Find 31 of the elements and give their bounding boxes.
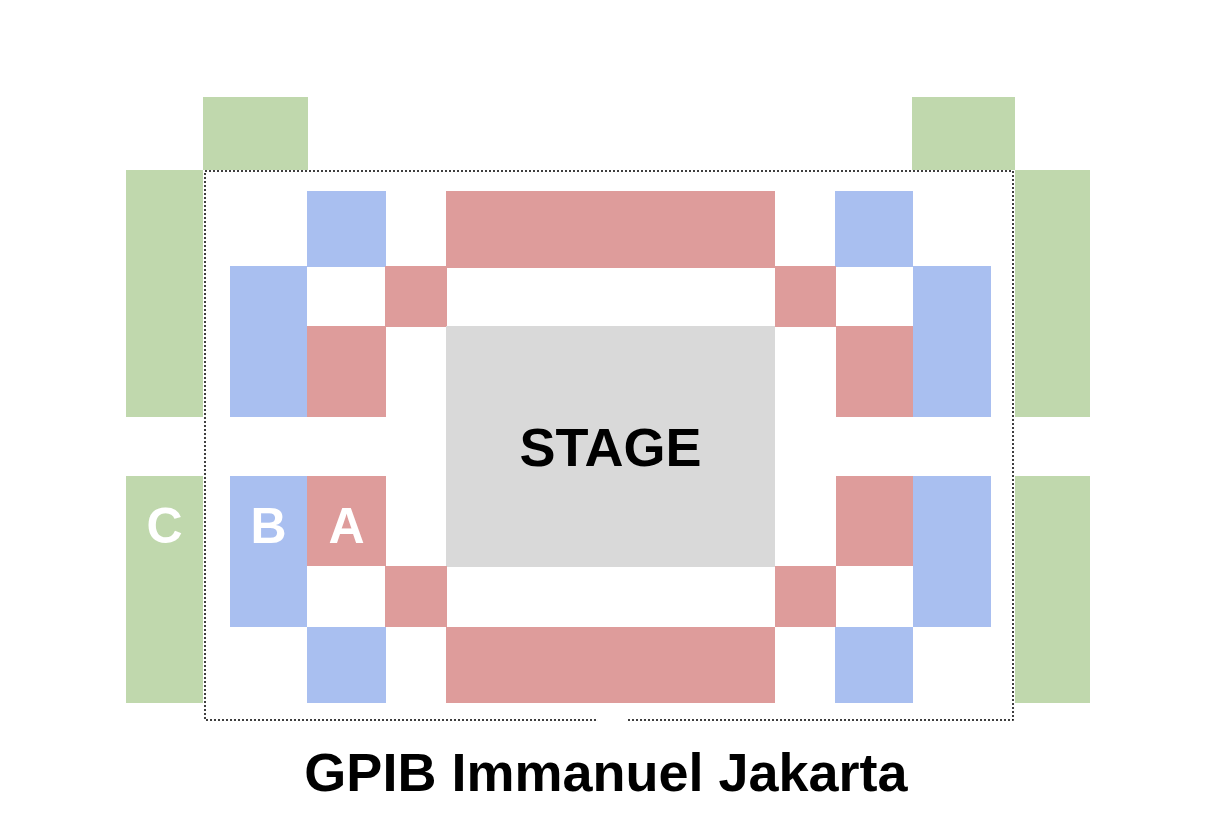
seating-block bbox=[1015, 170, 1090, 417]
seating-block bbox=[835, 627, 913, 703]
seating-block bbox=[307, 326, 386, 417]
seating-block bbox=[203, 97, 308, 170]
seating-block bbox=[385, 566, 447, 627]
seating-block bbox=[913, 266, 991, 417]
seating-block bbox=[126, 170, 203, 417]
seating-block bbox=[307, 627, 386, 703]
seating-block bbox=[385, 266, 447, 327]
seating-block bbox=[307, 476, 386, 566]
seating-block bbox=[446, 627, 775, 703]
section-label: B bbox=[250, 501, 287, 551]
diagram-title: GPIB Immanuel Jakarta bbox=[303, 742, 909, 802]
stage-label: STAGE bbox=[519, 419, 702, 474]
seating-block bbox=[836, 476, 913, 566]
seating-block bbox=[230, 476, 307, 627]
seating-block bbox=[126, 476, 203, 703]
seating-block bbox=[446, 191, 775, 268]
building-outline bbox=[204, 170, 1014, 721]
stage-area bbox=[446, 326, 775, 567]
seating-block bbox=[230, 266, 307, 417]
seating-block bbox=[307, 191, 386, 267]
seating-block bbox=[1015, 476, 1090, 703]
section-label: A bbox=[328, 501, 365, 551]
seating-block bbox=[775, 266, 836, 327]
seating-block bbox=[913, 476, 991, 627]
seating-block bbox=[912, 97, 1015, 170]
seating-block bbox=[836, 326, 913, 417]
seating-block bbox=[835, 191, 913, 267]
seating-block bbox=[775, 566, 836, 627]
section-label: C bbox=[146, 501, 183, 551]
